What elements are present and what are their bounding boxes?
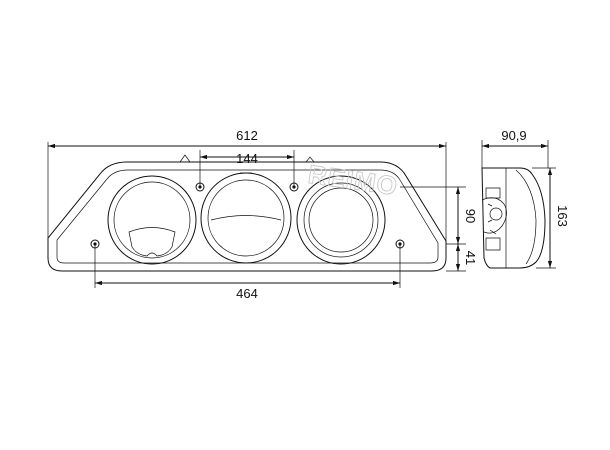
side-profile-lens-curve [515, 169, 537, 265]
lamp-housing-outline [47, 161, 447, 272]
watermark: REIMO [306, 159, 400, 201]
side-bracket-detail [485, 187, 501, 199]
lamp-housing-inner-outline [56, 169, 439, 264]
width-label: 612 [236, 128, 258, 143]
height-lower-label: 41 [463, 251, 478, 265]
mounting-hole-2 [289, 182, 299, 192]
front-view: 612 144 [47, 128, 478, 301]
lamp-left [107, 175, 197, 265]
depth-label: 90,9 [501, 128, 526, 143]
lamp-right [296, 175, 386, 265]
height-total-label: 163 [555, 205, 570, 227]
side-bracket-detail-2 [485, 237, 501, 251]
side-connector-circle [489, 207, 503, 221]
side-view: 90,9 163 [481, 128, 570, 269]
side-connector-detail [481, 197, 507, 234]
lamp-spacing-label: 144 [236, 151, 258, 166]
top-notch [179, 154, 191, 163]
height-upper-label: 90 [463, 209, 478, 223]
mounting-hole-1 [195, 182, 205, 192]
side-profile-outline [481, 167, 546, 269]
mount-spacing-label: 464 [236, 286, 258, 301]
side-hatch-detail [487, 203, 497, 235]
lamp-middle [200, 172, 292, 264]
top-notch-right [305, 156, 315, 163]
